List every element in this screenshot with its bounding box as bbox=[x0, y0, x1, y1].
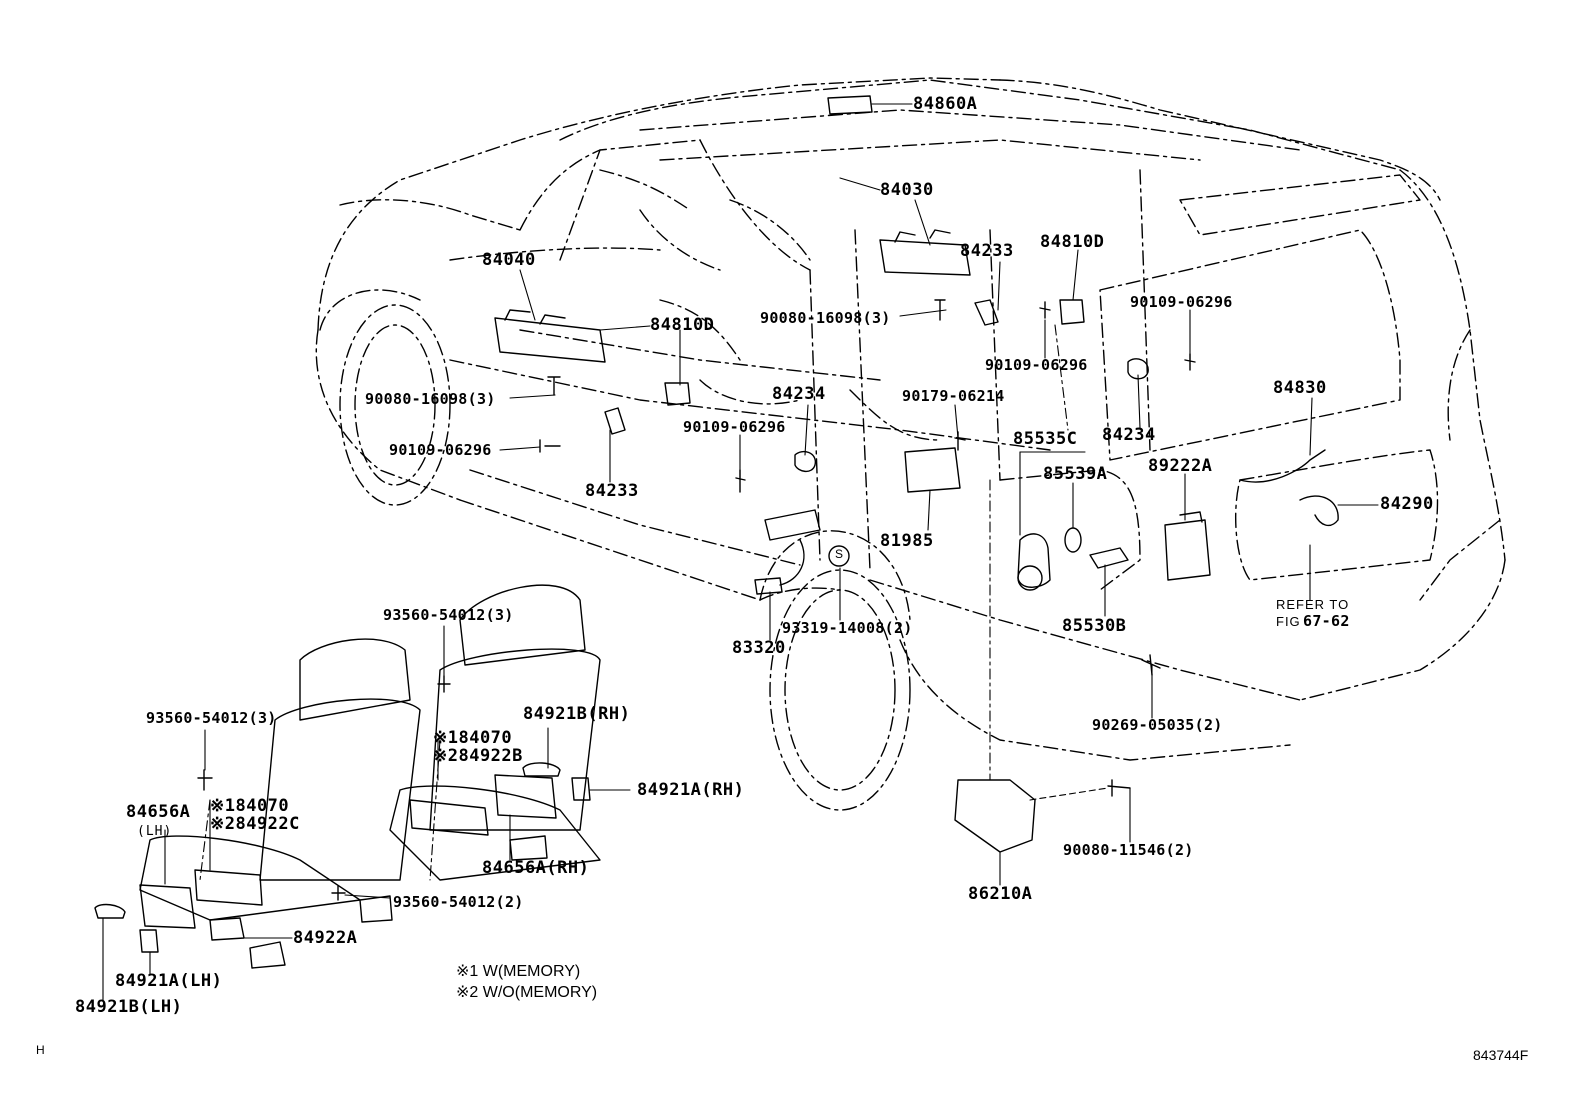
front-wheel bbox=[319, 289, 451, 506]
label-83320: 83320 bbox=[732, 638, 786, 658]
rear-wheel bbox=[759, 530, 911, 811]
label-84656A-RH: 84656A(RH) bbox=[482, 858, 590, 878]
label-84656A-LH: 84656A bbox=[126, 802, 191, 822]
label-90109-06296-center: 90109-06296 bbox=[683, 418, 786, 436]
label-93319-14008: 93319-14008(2) bbox=[782, 619, 913, 637]
label-90269-05035: 90269-05035(2) bbox=[1092, 716, 1223, 734]
label-84921A-RH: 84921A(RH) bbox=[637, 780, 745, 800]
refer-fig-number: 67-62 bbox=[1303, 612, 1350, 630]
label-90109-06296-left: 90109-06296 bbox=[389, 441, 492, 459]
label-89222A: 89222A bbox=[1148, 456, 1213, 476]
label-84922A: 84922A bbox=[293, 928, 358, 948]
label-90080-16098-left: 90080-16098(3) bbox=[365, 390, 496, 408]
corner-mark-left: H bbox=[36, 1043, 45, 1057]
label-85530B: 85530B bbox=[1062, 616, 1127, 636]
label-93560-54012-left: 93560-54012(3) bbox=[146, 709, 277, 727]
label-84921B-LH: 84921B(LH) bbox=[75, 997, 183, 1017]
label-84922B: ※284922B bbox=[433, 746, 523, 766]
label-84810D-right: 84810D bbox=[1040, 232, 1105, 252]
label-84290: 84290 bbox=[1380, 494, 1434, 514]
label-84921A-LH: 84921A(LH) bbox=[115, 971, 223, 991]
label-90080-16098-top: 90080-16098(3) bbox=[760, 309, 891, 327]
label-86210A: 86210A bbox=[968, 884, 1033, 904]
label-85535C: 85535C bbox=[1013, 429, 1078, 449]
label-84810D-left: 84810D bbox=[650, 315, 715, 335]
label-84233-bottom: 84233 bbox=[585, 481, 639, 501]
label-90109-06296-right: 90109-06296 bbox=[1130, 293, 1233, 311]
label-84830: 84830 bbox=[1273, 378, 1327, 398]
circle-s-text: S bbox=[835, 547, 844, 561]
label-93560-54012-bottom: 93560-54012(2) bbox=[393, 893, 524, 911]
label-90179-06214: 90179-06214 bbox=[902, 387, 1005, 405]
part-shapes bbox=[94, 95, 1339, 969]
note-without-memory: ※2 W/O(MEMORY) bbox=[456, 984, 598, 1001]
label-90080-11546: 90080-11546(2) bbox=[1063, 841, 1194, 859]
vehicle-body-outline bbox=[315, 77, 1506, 761]
note-with-memory: ※1 W(MEMORY) bbox=[456, 963, 581, 980]
leader-lines bbox=[102, 103, 1379, 1001]
label-84921B-RH: 84921B(RH) bbox=[523, 704, 631, 724]
label-84234-right: 84234 bbox=[1102, 425, 1156, 445]
label-84233-top: 84233 bbox=[960, 241, 1014, 261]
label-84030: 84030 bbox=[880, 180, 934, 200]
label-84922C: ※284922C bbox=[210, 814, 300, 834]
label-85539A: 85539A bbox=[1043, 464, 1108, 484]
label-84234-left: 84234 bbox=[772, 384, 826, 404]
label-84656A-LH-side: (LH) bbox=[137, 824, 173, 839]
label-93560-54012-top: 93560-54012(3) bbox=[383, 606, 514, 624]
refer-to-label: REFER TO bbox=[1276, 597, 1350, 612]
label-81985: 81985 bbox=[880, 531, 934, 551]
label-84070-seat-lh: ※184070 bbox=[210, 796, 290, 816]
label-84070-seat-rh: ※184070 bbox=[433, 728, 513, 748]
circle-s-marker bbox=[828, 545, 850, 567]
label-90109-06296-mid: 90109-06296 bbox=[985, 356, 1088, 374]
diagram-code: 843744F bbox=[1473, 1047, 1529, 1063]
refer-fig-label: FIG bbox=[1276, 614, 1301, 629]
label-84040: 84040 bbox=[482, 250, 536, 270]
label-84860A: 84860A bbox=[913, 94, 978, 114]
